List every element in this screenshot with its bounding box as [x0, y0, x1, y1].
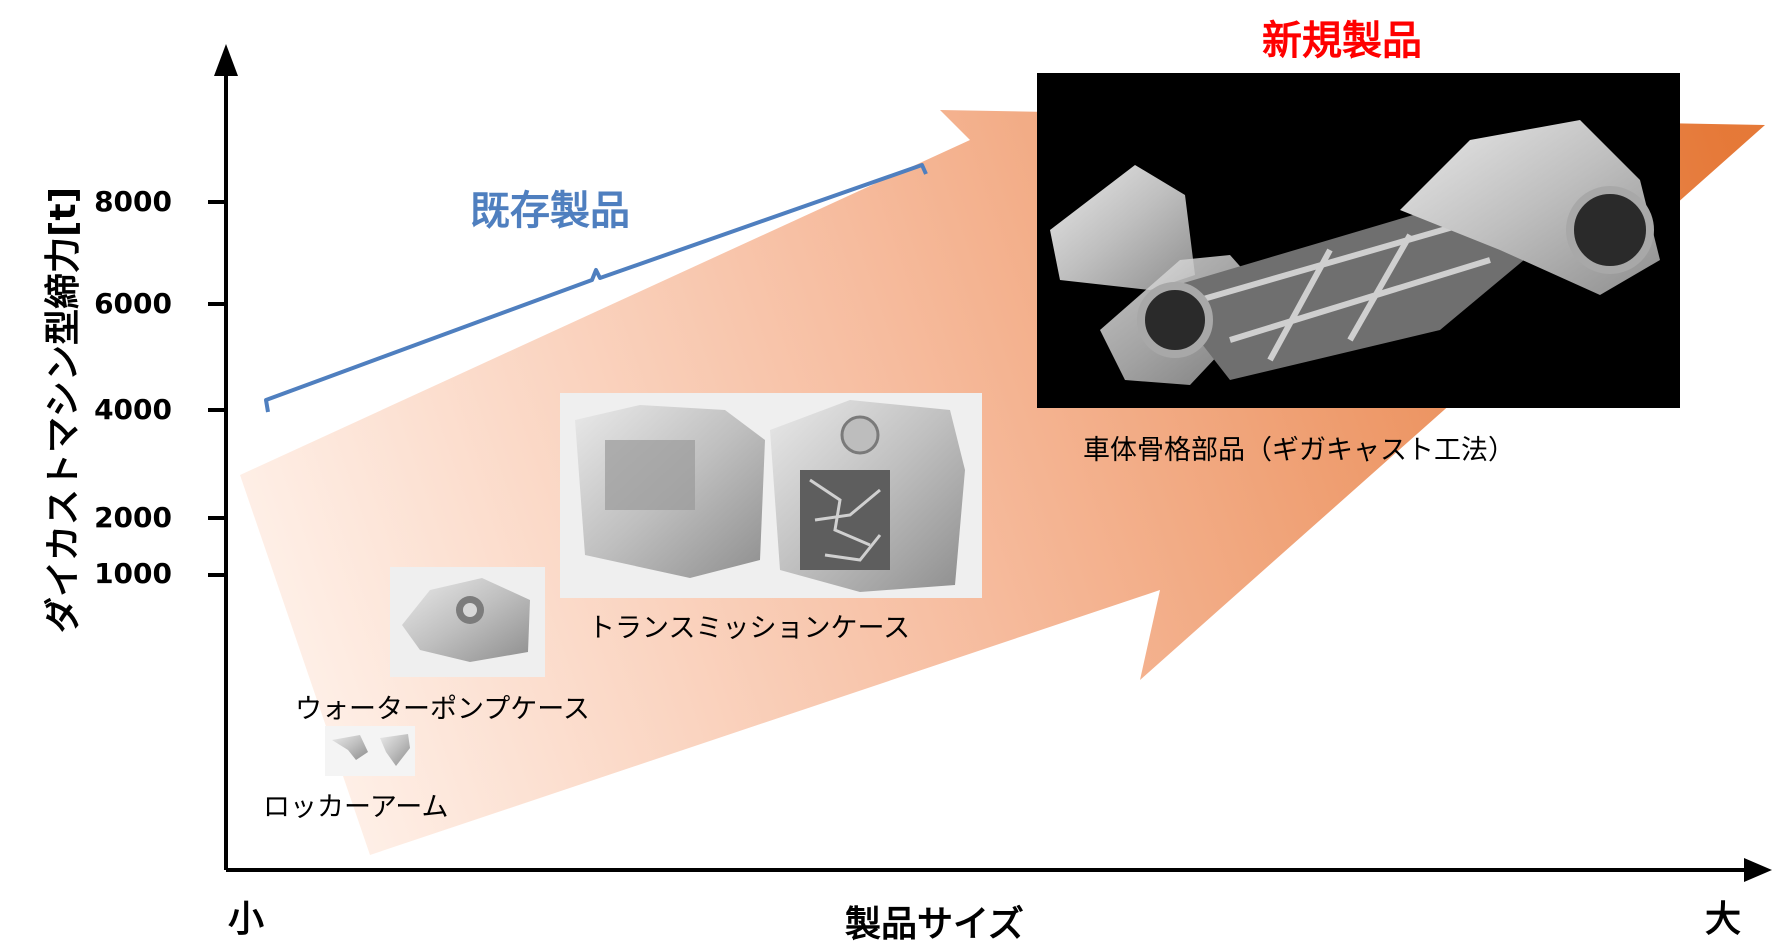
rocker-arm-image: [325, 726, 415, 776]
y-axis-arrowhead: [214, 44, 238, 76]
x-axis-label: 製品サイズ: [845, 904, 1024, 945]
body-frame-caption: 車体骨格部品（ギガキャスト工法）: [1083, 435, 1515, 466]
x-axis-arrowhead: [1744, 858, 1772, 882]
new-products-label: 新規製品: [1262, 18, 1422, 64]
x-min-label: 小: [228, 899, 265, 940]
existing-products-bracket: [264, 163, 928, 413]
y-tick-label: 1000: [94, 557, 172, 590]
water-pump-image: [390, 567, 545, 677]
transmission-case-image: [560, 393, 982, 598]
x-max-label: 大: [1705, 899, 1742, 940]
y-tick-marks: [208, 200, 226, 577]
water-pump-caption: ウォーターポンプケース: [295, 694, 590, 725]
y-axis-label: ダイカストマシン型締力[t]: [43, 186, 84, 634]
y-tick-label: 6000: [94, 287, 172, 320]
y-tick-label: 8000: [94, 185, 172, 218]
transmission-caption: トランスミッションケース: [588, 613, 911, 644]
existing-products-label: 既存製品: [470, 188, 630, 234]
rocker-arm-caption: ロッカーアーム: [263, 792, 449, 823]
body-frame-image: [1037, 73, 1680, 408]
y-tick-label: 2000: [94, 501, 172, 534]
y-tick-label: 4000: [94, 393, 172, 426]
